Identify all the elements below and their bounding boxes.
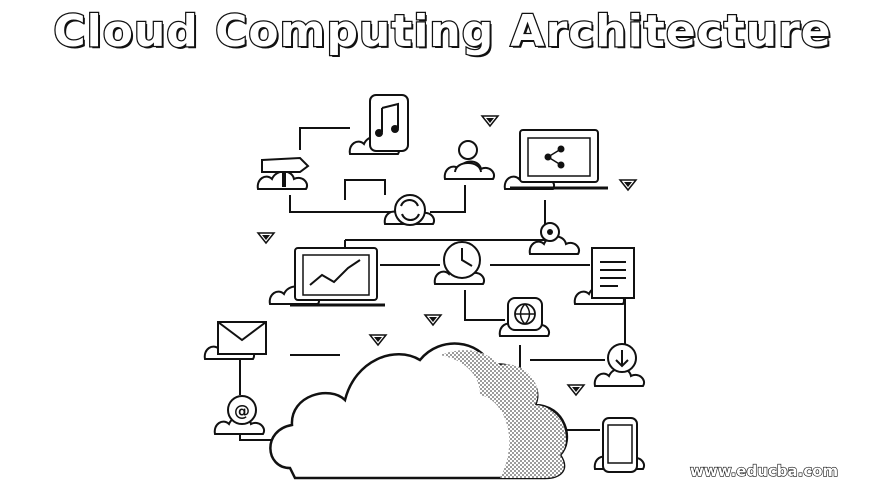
cloud-download-icon [593, 343, 646, 387]
watermark: www.educba.com [689, 461, 839, 480]
route-sign-icon [256, 156, 310, 190]
clock-icon [433, 241, 486, 285]
page-title: Cloud Computing Architecture [52, 5, 832, 59]
globe-icon [498, 297, 551, 337]
share-laptop-icon [503, 129, 608, 190]
sync-icon [383, 194, 436, 226]
main-cloud-icon [269, 342, 569, 480]
music-phone-icon [348, 94, 409, 155]
document-icon [573, 247, 635, 305]
envelope-icon [203, 321, 267, 360]
smartphone-icon [593, 417, 646, 473]
chart-laptop-icon [268, 247, 385, 307]
location-pin-icon [528, 222, 581, 255]
svg-text:@: @ [234, 401, 250, 420]
person-icon [443, 140, 496, 180]
at-sign-icon: @ [213, 395, 266, 435]
